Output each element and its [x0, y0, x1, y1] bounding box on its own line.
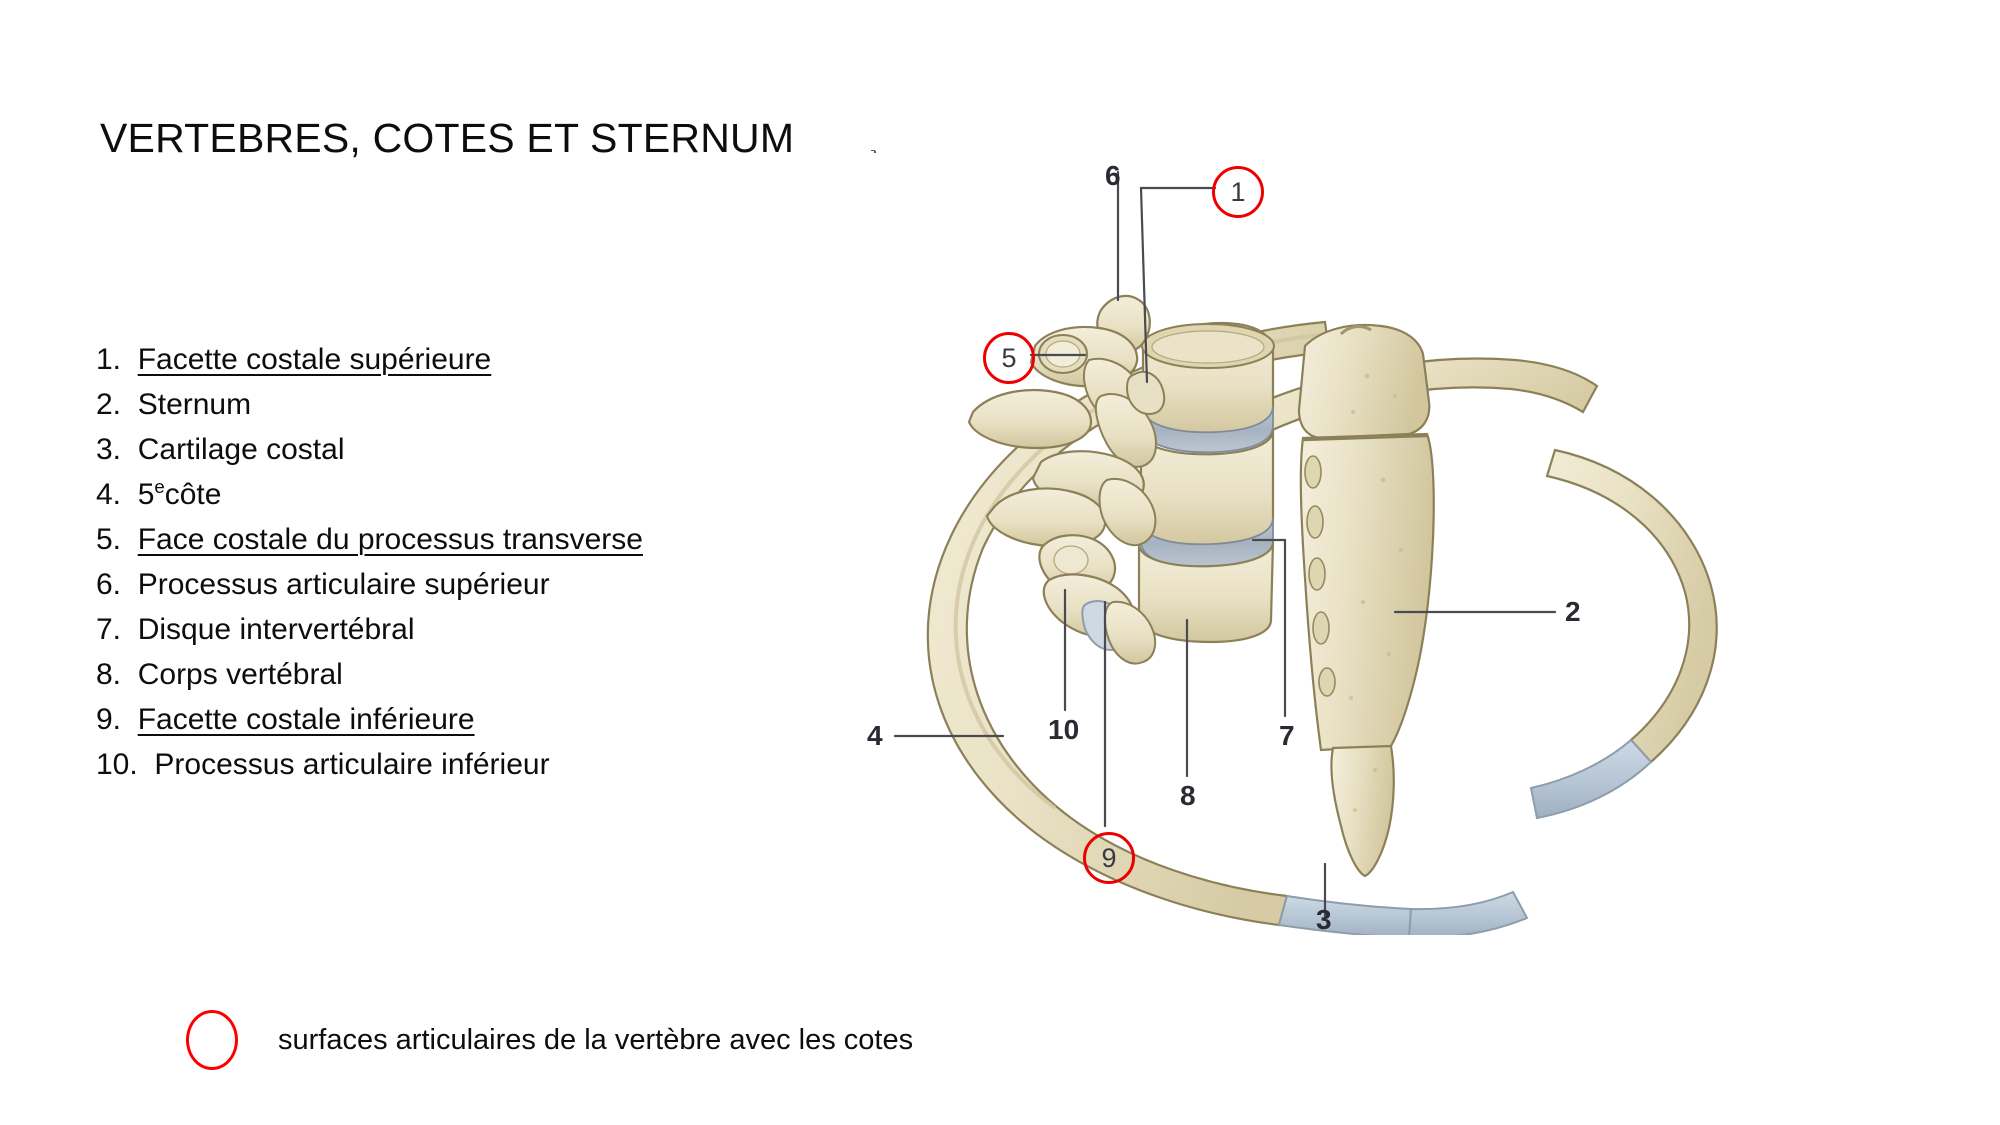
anatomy-illustration: 6 1 5 2 10 7 8 9 4 3: [855, 150, 1755, 935]
callout-label-7[interactable]: 7: [1279, 720, 1295, 751]
sternum-costal-notch-3: [1308, 557, 1326, 591]
key-item-1: 1. Facette costale supérieure: [96, 337, 816, 382]
leader-1-line: [1139, 186, 1217, 384]
pedicle-middle: [1098, 478, 1157, 547]
key-item-8-label: Corps vertébral: [137, 658, 343, 691]
key-item-3-number: 3.: [96, 433, 122, 466]
key-item-9-number: 9.: [96, 703, 122, 736]
key-item-7-number: 7.: [96, 613, 122, 646]
key-item-6-number: 6.: [96, 568, 122, 601]
callout-label-2[interactable]: 2: [1565, 596, 1581, 627]
key-item-4-label: côte: [164, 478, 222, 511]
key-item-2: 2. Sternum: [96, 382, 816, 427]
legend-note-text: surfaces articulaires de la vertèbre ave…: [278, 1023, 914, 1056]
vertebral-body-upper-endplate-inner: [1151, 330, 1265, 364]
key-item-2-number: 2.: [96, 388, 122, 421]
costal-cartilage-right: [1529, 738, 1653, 820]
key-item-7-label: Disque intervertébral: [137, 613, 415, 646]
sternal-angle-line: [1302, 434, 1428, 442]
vertebral-body-lower: [1137, 541, 1275, 644]
intervertebral-disc-upper: [1142, 405, 1274, 454]
callout-label-9[interactable]: 9: [1083, 832, 1135, 884]
callout-label-4[interactable]: 4: [867, 720, 883, 751]
anatomy-illustration-svg: [870, 150, 1718, 935]
key-item-5-label: Face costale du processus transverse: [137, 523, 643, 556]
key-item-2-label: Sternum: [137, 388, 252, 421]
spinous-process-upper: [967, 388, 1093, 450]
red-ellipse-icon: [186, 1010, 238, 1070]
key-item-9-label: Facette costale inférieure: [137, 703, 475, 736]
costal-facet-superior: [1125, 371, 1166, 416]
inferior-articular-facet-surface: [1053, 545, 1089, 575]
key-item-6-label: Processus articulaire supérieur: [137, 568, 550, 601]
key-item-9: 9. Facette costale inférieure: [96, 697, 816, 742]
legend-note: surfaces articulaires de la vertèbre ave…: [186, 1010, 914, 1070]
callout-label-8[interactable]: 8: [1180, 780, 1196, 811]
costal-cartilage-lower-mid: [1408, 890, 1529, 935]
key-item-4-ordinal-suffix: e: [154, 476, 165, 497]
key-item-3: 3. Cartilage costal: [96, 427, 816, 472]
sternum-body: [1299, 432, 1435, 752]
callout-label-3[interactable]: 3: [1316, 904, 1332, 935]
sternum-manubrium-notch: [1339, 325, 1372, 336]
sternum-costal-notch-2: [1306, 505, 1324, 539]
sternum-costal-notch-4: [1312, 611, 1330, 645]
callout-label-1[interactable]: 1: [1212, 166, 1264, 218]
page-title: VERTEBRES, COTES ET STERNUM: [100, 115, 795, 161]
sternum-manubrium: [1297, 323, 1431, 440]
callout-label-5[interactable]: 5: [983, 332, 1035, 384]
key-item-1-number: 1.: [96, 343, 122, 376]
key-item-5: 5. Face costale du processus transverse: [96, 517, 816, 562]
key-item-10-number: 10.: [96, 748, 138, 781]
costal-cartilage-lower-left: [1277, 894, 1413, 935]
key-item-10-label: Processus articulaire inférieur: [154, 748, 550, 781]
key-item-1-label: Facette costale supérieure: [137, 343, 492, 376]
key-item-8: 8. Corps vertébral: [96, 652, 816, 697]
key-item-4-number: 4.: [96, 478, 122, 511]
callout-leader-lines: [870, 150, 1557, 922]
key-item-4: 4. 5ecôte: [96, 472, 816, 517]
key-item-5-number: 5.: [96, 523, 122, 556]
key-item-7: 7. Disque intervertébral: [96, 607, 816, 652]
callout-label-6[interactable]: 6: [1105, 160, 1121, 191]
key-item-4-ordinal-digit: 5: [137, 478, 155, 511]
sternum-texture: [1349, 373, 1404, 812]
sternum-costal-notch-1: [1304, 455, 1322, 489]
sternum-xiphoid-process: [1330, 744, 1395, 878]
key-item-10: 10. Processus articulaire inférieur: [96, 742, 816, 787]
sternum-group: [1297, 323, 1435, 878]
sternum-costal-notch-5: [1318, 667, 1336, 697]
key-item-3-label: Cartilage costal: [137, 433, 345, 466]
callout-label-10[interactable]: 10: [1048, 714, 1080, 745]
leader-7-line: [1251, 538, 1287, 718]
vertebrae-group: [967, 294, 1275, 665]
key-item-8-number: 8.: [96, 658, 122, 691]
anatomy-key-list: 1. Facette costale supérieure 2. Sternum…: [96, 337, 816, 787]
key-item-6: 6. Processus articulaire supérieur: [96, 562, 816, 607]
